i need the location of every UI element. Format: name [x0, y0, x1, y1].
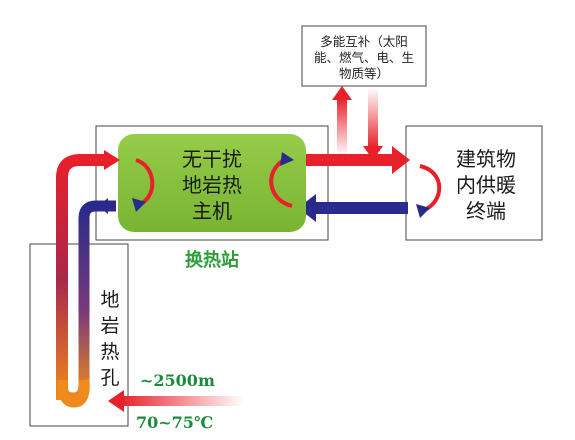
- well-loop-bottom: [56, 379, 90, 408]
- cold-return-arrow-head: [298, 194, 316, 222]
- well-char-3: 热: [100, 341, 119, 363]
- main-unit: [118, 134, 306, 232]
- temperature-arrow-shaft: [120, 396, 244, 406]
- main-unit-line-3: 主机: [192, 199, 232, 223]
- left-exchange-arrow-head: [132, 198, 146, 212]
- well-hot-arrow-head: [104, 150, 120, 170]
- supplement-in-arrow-shaft: [368, 88, 378, 148]
- main-unit-line-2: 地岩热: [182, 173, 242, 197]
- hot-supply-arrow-head: [392, 146, 410, 174]
- well-char-1: 地: [100, 289, 119, 311]
- cold-return-pipe: [312, 202, 408, 214]
- temperature-label: 70~75℃: [136, 413, 213, 432]
- well-char-2: 岩: [100, 315, 119, 337]
- well-hot-riser: [56, 154, 108, 400]
- terminal-exchange-curve: [419, 164, 442, 212]
- well-cold-arrow-head: [98, 198, 108, 214]
- well-char-4: 孔: [100, 367, 119, 389]
- station-label: 换热站: [185, 249, 239, 271]
- terminal-line-2: 内供暖: [456, 173, 516, 197]
- supplement-in-arrow-head: [363, 146, 383, 160]
- terminal-line-1: 建筑物: [456, 147, 516, 171]
- supplement-line-3: 物质等）: [339, 66, 389, 81]
- left-exchange-curve: [135, 158, 155, 206]
- supplement-out-arrow-head: [332, 86, 352, 100]
- supplement-line-1: 多能互补（太阳: [320, 34, 408, 49]
- right-exchange-curve: [269, 158, 293, 208]
- main-unit-line-1: 无干扰: [182, 147, 242, 171]
- depth-label: ~2500m: [140, 371, 215, 390]
- supplement-out-arrow-shaft: [337, 98, 347, 156]
- supplement-line-2: 能、燃气、电、生: [314, 50, 414, 65]
- terminal-exchange-arrow-head: [416, 204, 430, 218]
- building-terminal-box: [405, 125, 543, 241]
- hot-supply-pipe: [296, 154, 396, 166]
- right-exchange-arrow-head: [280, 152, 294, 166]
- temperature-arrow-head: [108, 390, 124, 412]
- supplement-box: [301, 25, 427, 87]
- terminal-line-3: 终端: [466, 199, 506, 223]
